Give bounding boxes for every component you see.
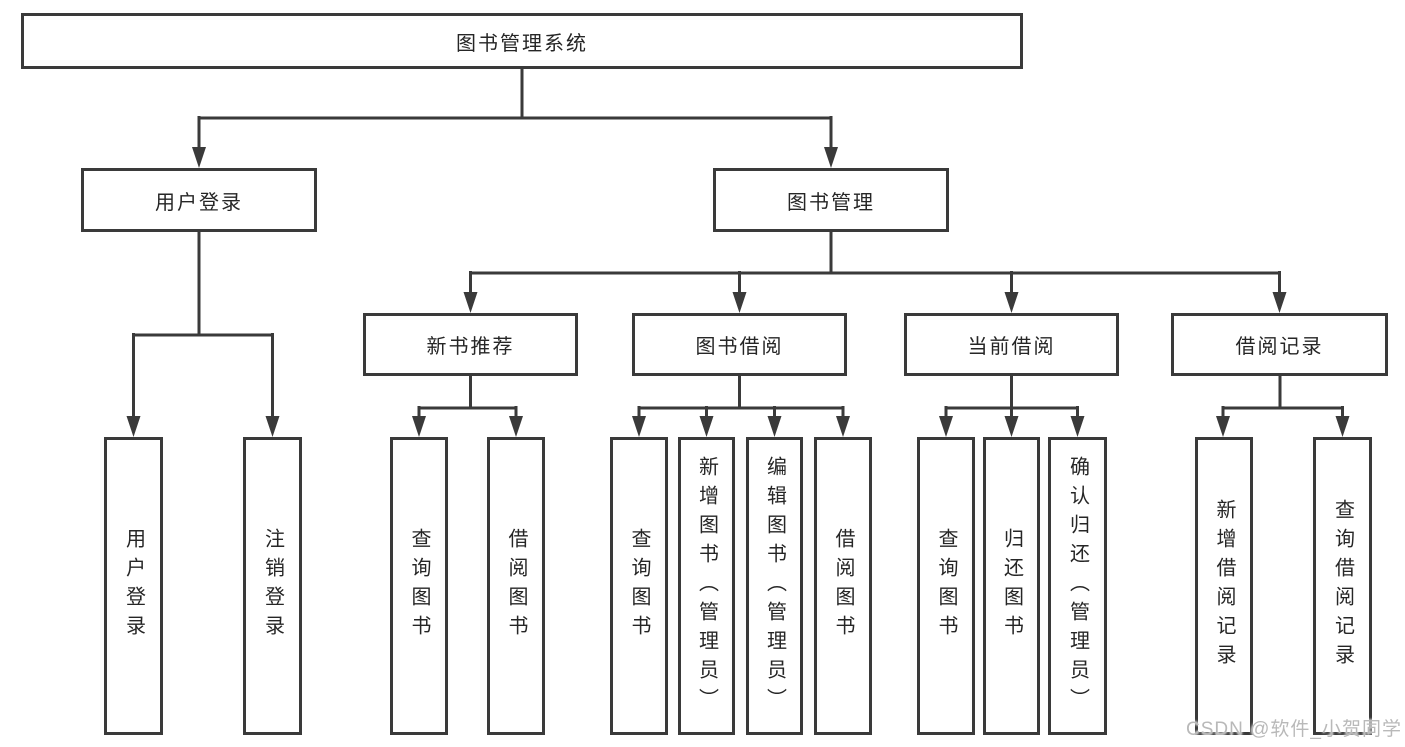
csdn-watermark: CSDN @软件_小贺同学	[1186, 719, 1402, 740]
leaf-logout: 注销登录	[243, 437, 302, 735]
node-book-borrowing: 图书借阅	[632, 313, 847, 376]
leaf-label: 新增借阅记录	[1213, 499, 1235, 673]
leaf-borrowing-add-books-admin: 新增图书（管理员）	[678, 437, 735, 735]
leaf-label: 借阅图书	[832, 528, 854, 644]
leaf-label: 用户登录	[122, 528, 145, 644]
leaf-recommend-query-books: 查询图书	[390, 437, 448, 735]
leaf-label: 确认归还（管理员）	[1066, 455, 1089, 717]
leaf-label: 归还图书	[1000, 528, 1023, 644]
leaf-label: 编辑图书（管理员）	[763, 455, 786, 717]
leaf-label: 新增图书（管理员）	[695, 455, 718, 717]
leaf-borrowing-edit-books-admin: 编辑图书（管理员）	[746, 437, 803, 735]
leaf-label: 查询图书	[935, 528, 957, 644]
leaf-label: 查询图书	[408, 528, 430, 644]
leaf-current-return-books: 归还图书	[983, 437, 1040, 735]
arrowheads	[126, 147, 1350, 437]
node-current-borrowing: 当前借阅	[904, 313, 1119, 376]
leaf-records-query-record: 查询借阅记录	[1313, 437, 1372, 735]
leaf-label: 查询图书	[628, 528, 650, 644]
leaf-current-confirm-return-admin: 确认归还（管理员）	[1048, 437, 1107, 735]
leaf-user-login: 用户登录	[104, 437, 163, 735]
node-library-system: 图书管理系统	[21, 13, 1023, 69]
leaf-label: 注销登录	[261, 528, 284, 644]
leaf-current-query-books: 查询图书	[917, 437, 975, 735]
node-borrowing-records: 借阅记录	[1171, 313, 1388, 376]
leaf-label: 借阅图书	[505, 528, 527, 644]
node-user-login: 用户登录	[81, 168, 317, 232]
leaf-borrowing-borrow-books: 借阅图书	[814, 437, 872, 735]
tree-edges	[132, 69, 1344, 416]
leaf-records-add-record: 新增借阅记录	[1195, 437, 1253, 735]
node-new-book-recommend: 新书推荐	[363, 313, 578, 376]
leaf-borrowing-query-books: 查询图书	[610, 437, 668, 735]
leaf-label: 查询借阅记录	[1331, 499, 1354, 673]
node-book-management: 图书管理	[713, 168, 949, 232]
leaf-recommend-borrow-books: 借阅图书	[487, 437, 545, 735]
